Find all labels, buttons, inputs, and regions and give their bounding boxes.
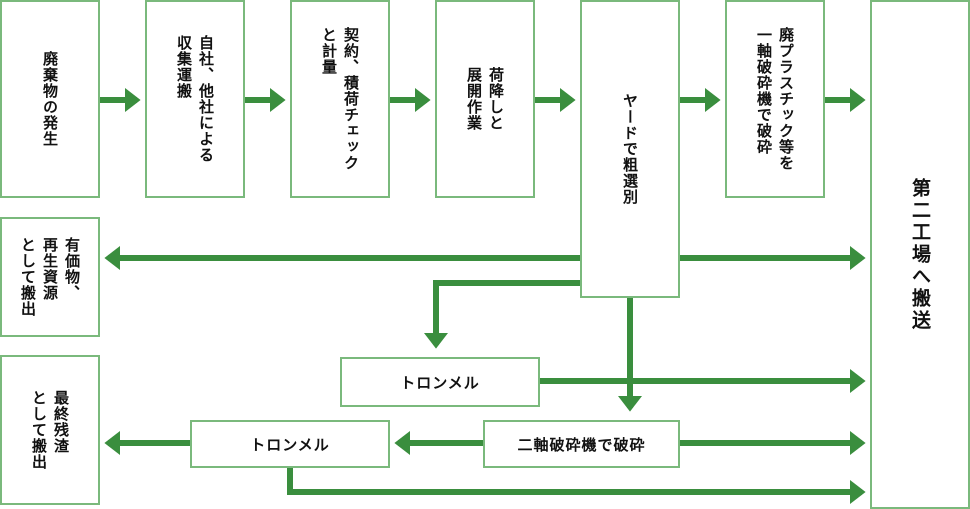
collection-transport-box: 自社、他社による 収集運搬 xyxy=(145,0,245,198)
valuables-export-label: 有価物、 再生資源 として搬出 xyxy=(19,237,81,317)
trommel-lower-label: トロンメル xyxy=(250,435,330,454)
waste-generation-box: 廃棄物の発生 xyxy=(0,0,100,198)
collection-transport-label: 自社、他社による 収集運搬 xyxy=(175,35,215,163)
waste-generation-label: 廃棄物の発生 xyxy=(41,51,59,147)
single-shaft-shredder-box: 廃プラスチック等を 一軸破砕機で破砕 xyxy=(725,0,825,198)
arrow-sorting-to-trommel-upper xyxy=(424,280,580,349)
unloading-label: 荷降しと 展開作業 xyxy=(465,67,505,131)
final-residue-box: 最終残渣 として搬出 xyxy=(0,355,100,505)
trommel-upper-label: トロンメル xyxy=(400,373,480,392)
contract-weighing-box: 契約、積荷チェック と計量 xyxy=(290,0,390,198)
yard-sorting-label: ヤードで粗選別 xyxy=(621,93,639,205)
final-residue-label: 最終残渣 として搬出 xyxy=(30,390,70,470)
valuables-export-box: 有価物、 再生資源 として搬出 xyxy=(0,217,100,337)
arrow-trommel-lower-to-factory xyxy=(287,468,866,504)
unloading-box: 荷降しと 展開作業 xyxy=(435,0,535,198)
twin-shaft-shredder-label: 二軸破砕機で破砕 xyxy=(517,435,646,454)
trommel-lower-box: トロンメル xyxy=(190,420,390,468)
trommel-upper-box: トロンメル xyxy=(340,357,540,407)
second-factory-label: 第二工場へ搬送 xyxy=(909,177,931,332)
contract-weighing-label: 契約、積荷チェック と計量 xyxy=(320,27,360,171)
second-factory-box: 第二工場へ搬送 xyxy=(870,0,970,509)
twin-shaft-shredder-box: 二軸破砕機で破砕 xyxy=(483,420,680,468)
single-shaft-shredder-label: 廃プラスチック等を 一軸破砕機で破砕 xyxy=(755,27,795,171)
yard-sorting-box: ヤードで粗選別 xyxy=(580,0,680,298)
